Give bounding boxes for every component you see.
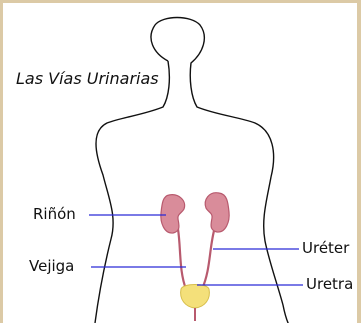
right-ureter [202,227,215,289]
ureter-label: Uréter [302,239,349,257]
left-ureter [178,229,186,289]
bladder [181,285,210,309]
right-kidney [205,193,229,232]
urethra-label: Uretra [306,275,353,293]
left-kidney [161,195,185,233]
diagram-panel: Las Vías Urinarias Riñón Uréter Vejiga U… [3,3,357,323]
bladder-label: Vejiga [29,257,74,275]
urinary-tract-diagram [3,3,357,323]
kidney-label: Riñón [33,205,76,223]
body-outline [151,18,289,323]
body-outline-left [95,61,169,323]
diagram-title: Las Vías Urinarias [16,69,159,88]
